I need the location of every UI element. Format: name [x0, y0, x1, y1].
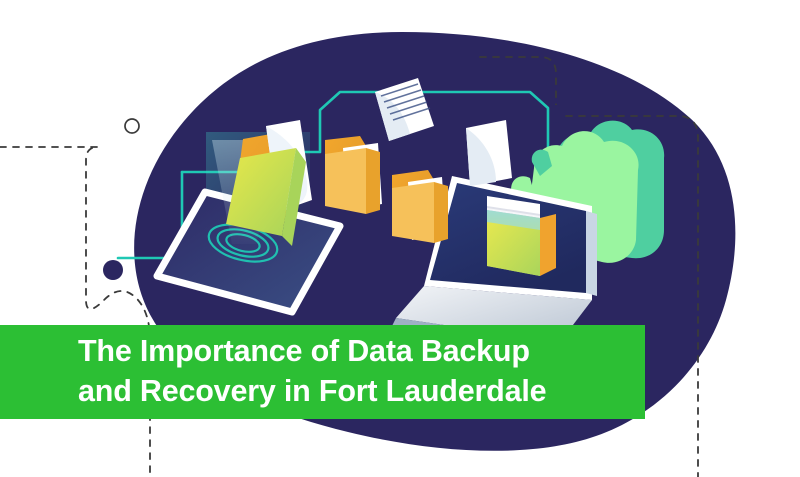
- dot-top: [547, 105, 565, 123]
- dot-left: [103, 260, 123, 280]
- document-top: [375, 78, 434, 141]
- title-line-1: The Importance of Data Backup: [78, 334, 530, 368]
- folder-large: [226, 120, 312, 246]
- folder-middle: [325, 136, 382, 214]
- folder-screen: [487, 196, 556, 276]
- document-right: [466, 120, 512, 186]
- folder-right: [392, 170, 448, 243]
- dashed-path-right: [479, 56, 699, 477]
- dashed-path-left: [0, 146, 151, 477]
- circle-outline-left: [124, 118, 140, 134]
- title-line-2: and Recovery in Fort Lauderdale: [78, 374, 547, 408]
- title-banner: The Importance of Data Backup and Recove…: [0, 325, 645, 419]
